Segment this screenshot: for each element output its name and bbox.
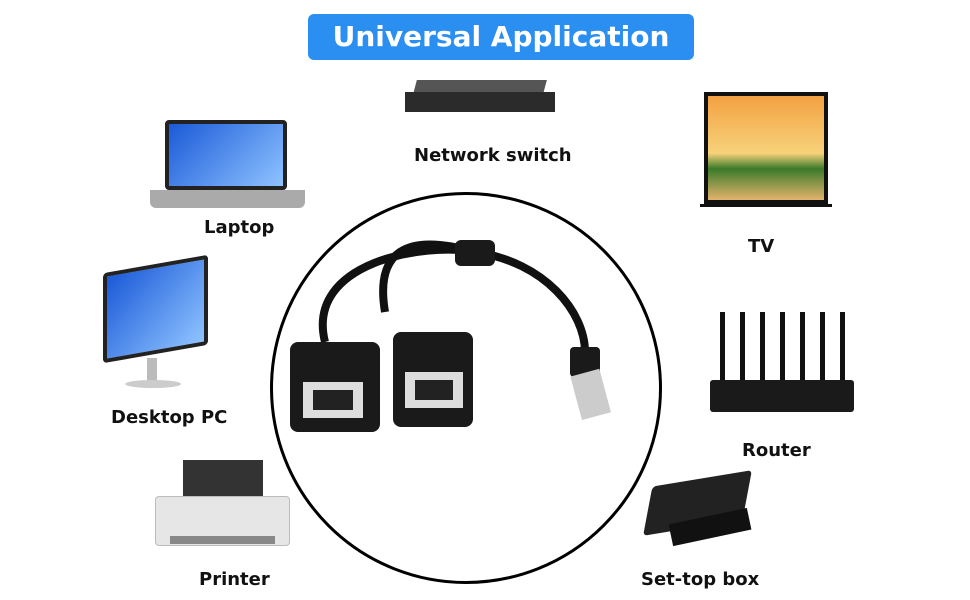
printer-image — [155, 460, 290, 552]
laptop-image — [150, 120, 305, 212]
router-image — [710, 312, 854, 417]
page-title: Universal Application — [308, 14, 694, 60]
laptop-label: Laptop — [204, 217, 275, 238]
network-switch-label: Network switch — [414, 145, 572, 166]
splitter-cable-image — [285, 232, 645, 432]
product-circle — [270, 192, 662, 584]
tv-label: TV — [748, 236, 775, 257]
desktop-pc-image — [95, 254, 215, 396]
set-top-box-label: Set-top box — [641, 569, 760, 590]
set-top-box-image — [640, 470, 752, 548]
desktop-pc-label: Desktop PC — [111, 407, 228, 428]
printer-label: Printer — [199, 569, 270, 590]
tv-image — [700, 92, 832, 220]
router-label: Router — [742, 440, 811, 461]
network-switch-image — [405, 80, 555, 116]
